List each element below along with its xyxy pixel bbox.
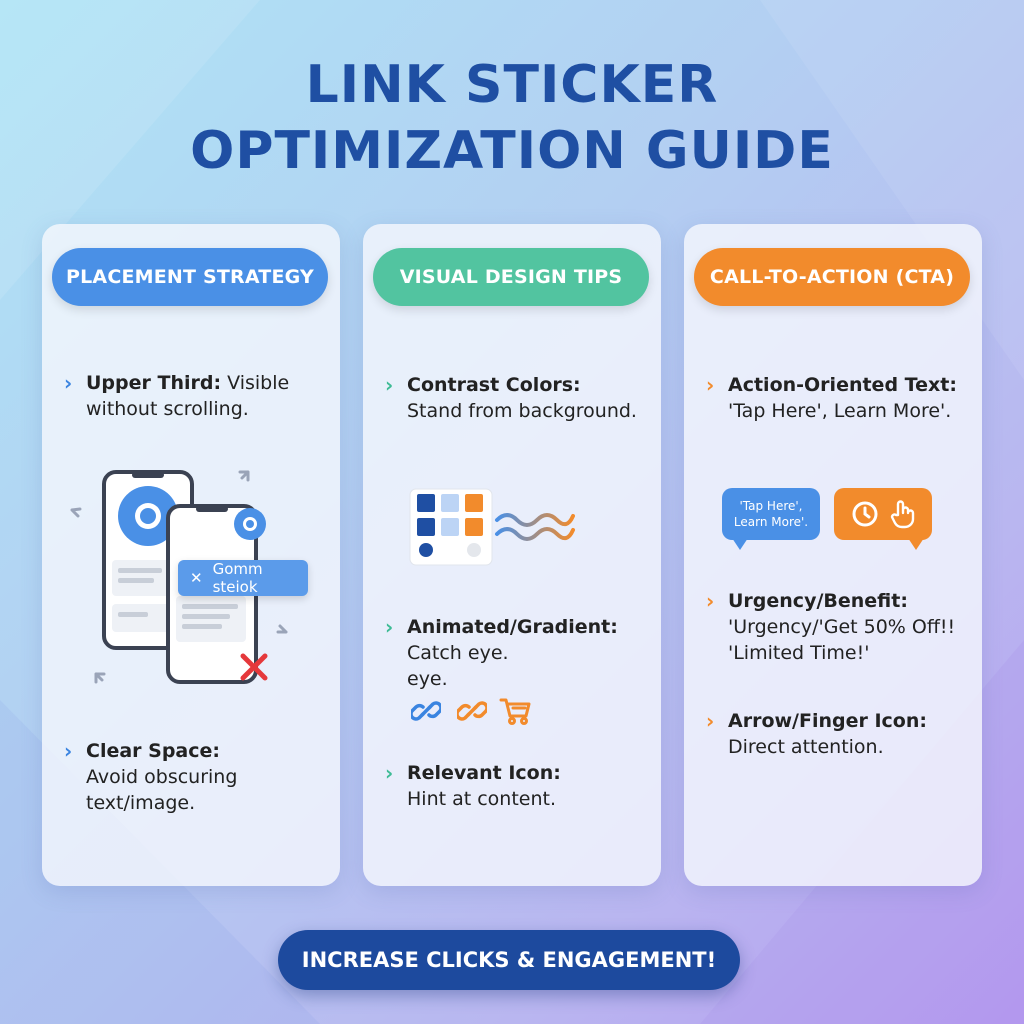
visual-design-card: VISUAL DESIGN TIPS › Contrast Colors: Sta… <box>363 224 661 886</box>
title-line-2: OPTIMIZATION GUIDE <box>190 121 834 181</box>
tip-heading: Urgency/Benefit: <box>728 590 908 612</box>
timer-finger-bubble[interactable] <box>834 488 932 540</box>
cta-card: CALL-TO-ACTION (CTA) › Action-Oriented T… <box>684 224 982 886</box>
tip-body: Direct attention. <box>728 736 884 758</box>
bubble-tail <box>732 538 748 550</box>
tip-heading: Animated/Gradient: <box>407 616 618 638</box>
cta-header: CALL-TO-ACTION (CTA) <box>694 248 970 306</box>
cart-icon <box>499 698 531 725</box>
wave-icon <box>495 513 575 541</box>
close-icon[interactable]: ✕ <box>190 569 203 587</box>
chevron-right-icon: › <box>706 589 715 613</box>
bubble-text-1: 'Tap Here', <box>739 499 803 513</box>
tip-body: 'Tap Here', Learn More'. <box>728 400 952 422</box>
chevron-right-icon: › <box>385 761 394 785</box>
tip-heading: Action-Oriented Text: <box>728 374 957 396</box>
tip-body: Catch eye. <box>407 642 509 664</box>
chevron-right-icon: › <box>64 739 73 763</box>
tip-heading: Arrow/Finger Icon: <box>728 710 927 732</box>
increase-clicks-button[interactable]: INCREASE CLICKS & ENGAGEMENT! <box>278 930 740 990</box>
clock-icon <box>852 501 878 527</box>
visual-design-header: VISUAL DESIGN TIPS <box>373 248 649 306</box>
tap-here-bubble[interactable]: 'Tap Here', Learn More'. <box>722 488 820 540</box>
link-icon <box>457 701 487 721</box>
tip-body: Stand from background. <box>407 400 637 422</box>
red-x-icon <box>240 653 268 681</box>
tip-heading: Clear Space: <box>86 740 221 762</box>
tip-body: 'Urgency/'Get 50% Off!! 'Limited Time!' <box>728 616 956 664</box>
link-icon <box>411 701 441 721</box>
tip-body: Hint at content. <box>407 788 557 810</box>
chevron-right-icon: › <box>706 709 715 733</box>
chevron-right-icon: › <box>385 373 394 397</box>
bubble-text-2: Learn More'. <box>733 515 809 529</box>
corner-arrow-icon <box>70 470 288 684</box>
chevron-right-icon: › <box>385 615 394 639</box>
tip-heading: Contrast Colors: <box>407 374 581 396</box>
palette-icon <box>409 488 493 566</box>
tip-body: Visible without scrolling. <box>86 372 290 420</box>
title-line-1: LINK STICKER <box>305 55 719 115</box>
page-title: LINK STICKER OPTIMIZATION GUIDE <box>0 52 1024 184</box>
sticker-label: Gomm steiok <box>212 560 263 596</box>
chevron-right-icon: › <box>64 371 73 395</box>
link-sticker[interactable]: ✕ Gomm steiok <box>178 560 308 596</box>
bubble-tail <box>908 538 924 550</box>
finger-icon <box>890 500 915 529</box>
tip-heading: Upper Third: <box>86 372 222 394</box>
placement-strategy-header: PLACEMENT STRATEGY <box>52 248 328 306</box>
tip-body: Avoid obscuring text/image. <box>86 766 238 814</box>
chevron-right-icon: › <box>706 373 715 397</box>
placement-strategy-card: PLACEMENT STRATEGY › Upper Third: Visibl… <box>42 224 340 886</box>
tip-heading: Relevant Icon: <box>407 762 561 784</box>
tip-body-extra: eye. <box>407 668 448 690</box>
